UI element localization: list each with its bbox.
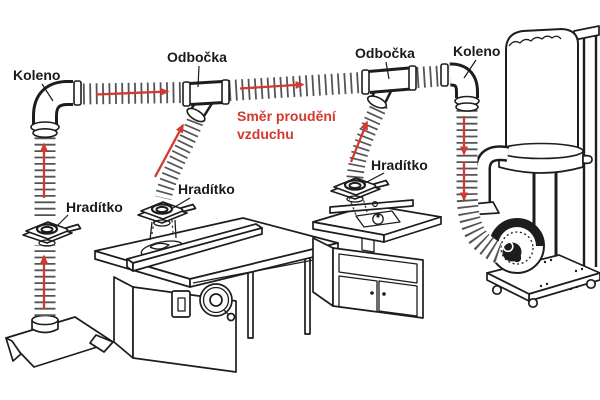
saw-extension-leg <box>304 251 311 335</box>
leader-line <box>362 172 385 185</box>
collector-caster-wheel <box>527 297 539 309</box>
collector-filter-bag <box>505 28 579 154</box>
leader-line <box>55 214 69 228</box>
airflow-arrow-right <box>239 80 305 90</box>
airflow-note-line2: vzduchu <box>237 126 294 142</box>
hose-main-run-3 <box>416 65 442 88</box>
airflow-arrow-router <box>349 120 369 163</box>
labels: Koleno Odbočka Odbočka Koleno Hradítko H… <box>13 43 500 228</box>
table-saw <box>94 217 341 373</box>
elbow-left <box>30 80 82 139</box>
elbow-right <box>440 62 480 112</box>
y-branch-right <box>361 65 417 109</box>
saw-cabinet-side <box>113 276 134 359</box>
saw-switch-button <box>177 297 186 312</box>
floor-sweep <box>5 314 114 368</box>
leader-line <box>197 65 200 88</box>
collector-caster-wheel <box>491 284 503 296</box>
label-hraditko-left: Hradítko <box>66 199 123 215</box>
router-insert-plate <box>355 210 401 228</box>
saw-power-switch <box>171 290 191 318</box>
blast-gate-router <box>329 176 390 204</box>
collector-caster-wheel <box>585 278 597 290</box>
router-cabinet-side <box>312 237 334 307</box>
leader-line <box>172 197 191 209</box>
label-koleno-right: Koleno <box>453 43 500 59</box>
y-branch-left <box>182 79 230 123</box>
label-odbocka-right: Odbočka <box>355 45 415 61</box>
airflow-note-line1: Směr proudění <box>237 108 337 124</box>
collector-band-handle <box>582 154 593 165</box>
label-odbocka-left: Odbočka <box>167 49 227 65</box>
leader-line <box>41 83 54 102</box>
blower-inlet <box>502 240 522 263</box>
dust-collector <box>466 25 600 309</box>
router-cabinet-front <box>332 247 424 319</box>
router-table <box>312 199 442 319</box>
label-hraditko-router: Hradítko <box>371 157 428 173</box>
router-fence <box>329 199 414 214</box>
hose-collector-inlet <box>456 110 503 264</box>
saw-blade-guard <box>149 219 177 241</box>
airflow-arrows <box>40 80 468 309</box>
blast-gate-saw <box>136 200 197 228</box>
router-shelf-opening <box>338 253 418 284</box>
router-door-left <box>338 275 378 313</box>
airflow-arrow-right <box>95 87 170 96</box>
label-hraditko-saw: Hradítko <box>178 181 235 197</box>
airflow-arrow-saw <box>153 123 185 178</box>
hose-router-drop <box>346 100 388 179</box>
leader-line <box>385 61 390 80</box>
router-door-right <box>378 280 418 317</box>
label-koleno-left: Koleno <box>13 67 60 83</box>
blast-gate-floorsweep <box>21 220 82 248</box>
leader-line <box>463 59 477 79</box>
saw-crank-handle <box>226 312 236 322</box>
blower-bolt-ring <box>500 231 534 265</box>
